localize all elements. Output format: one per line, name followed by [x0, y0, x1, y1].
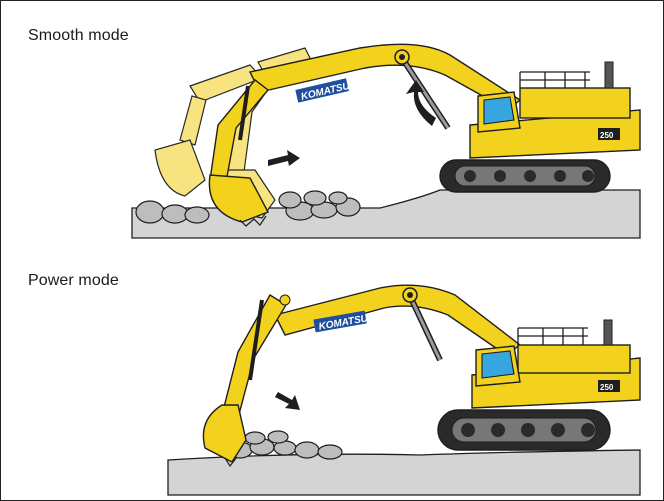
power-railing [518, 328, 588, 345]
power-cab-window [482, 351, 514, 378]
power-engine-housing [518, 345, 630, 373]
power-model-number: 250 [600, 383, 614, 392]
power-boom [275, 285, 520, 355]
power-exhaust-stack [604, 320, 612, 345]
motion-arrow-icon [275, 392, 300, 410]
